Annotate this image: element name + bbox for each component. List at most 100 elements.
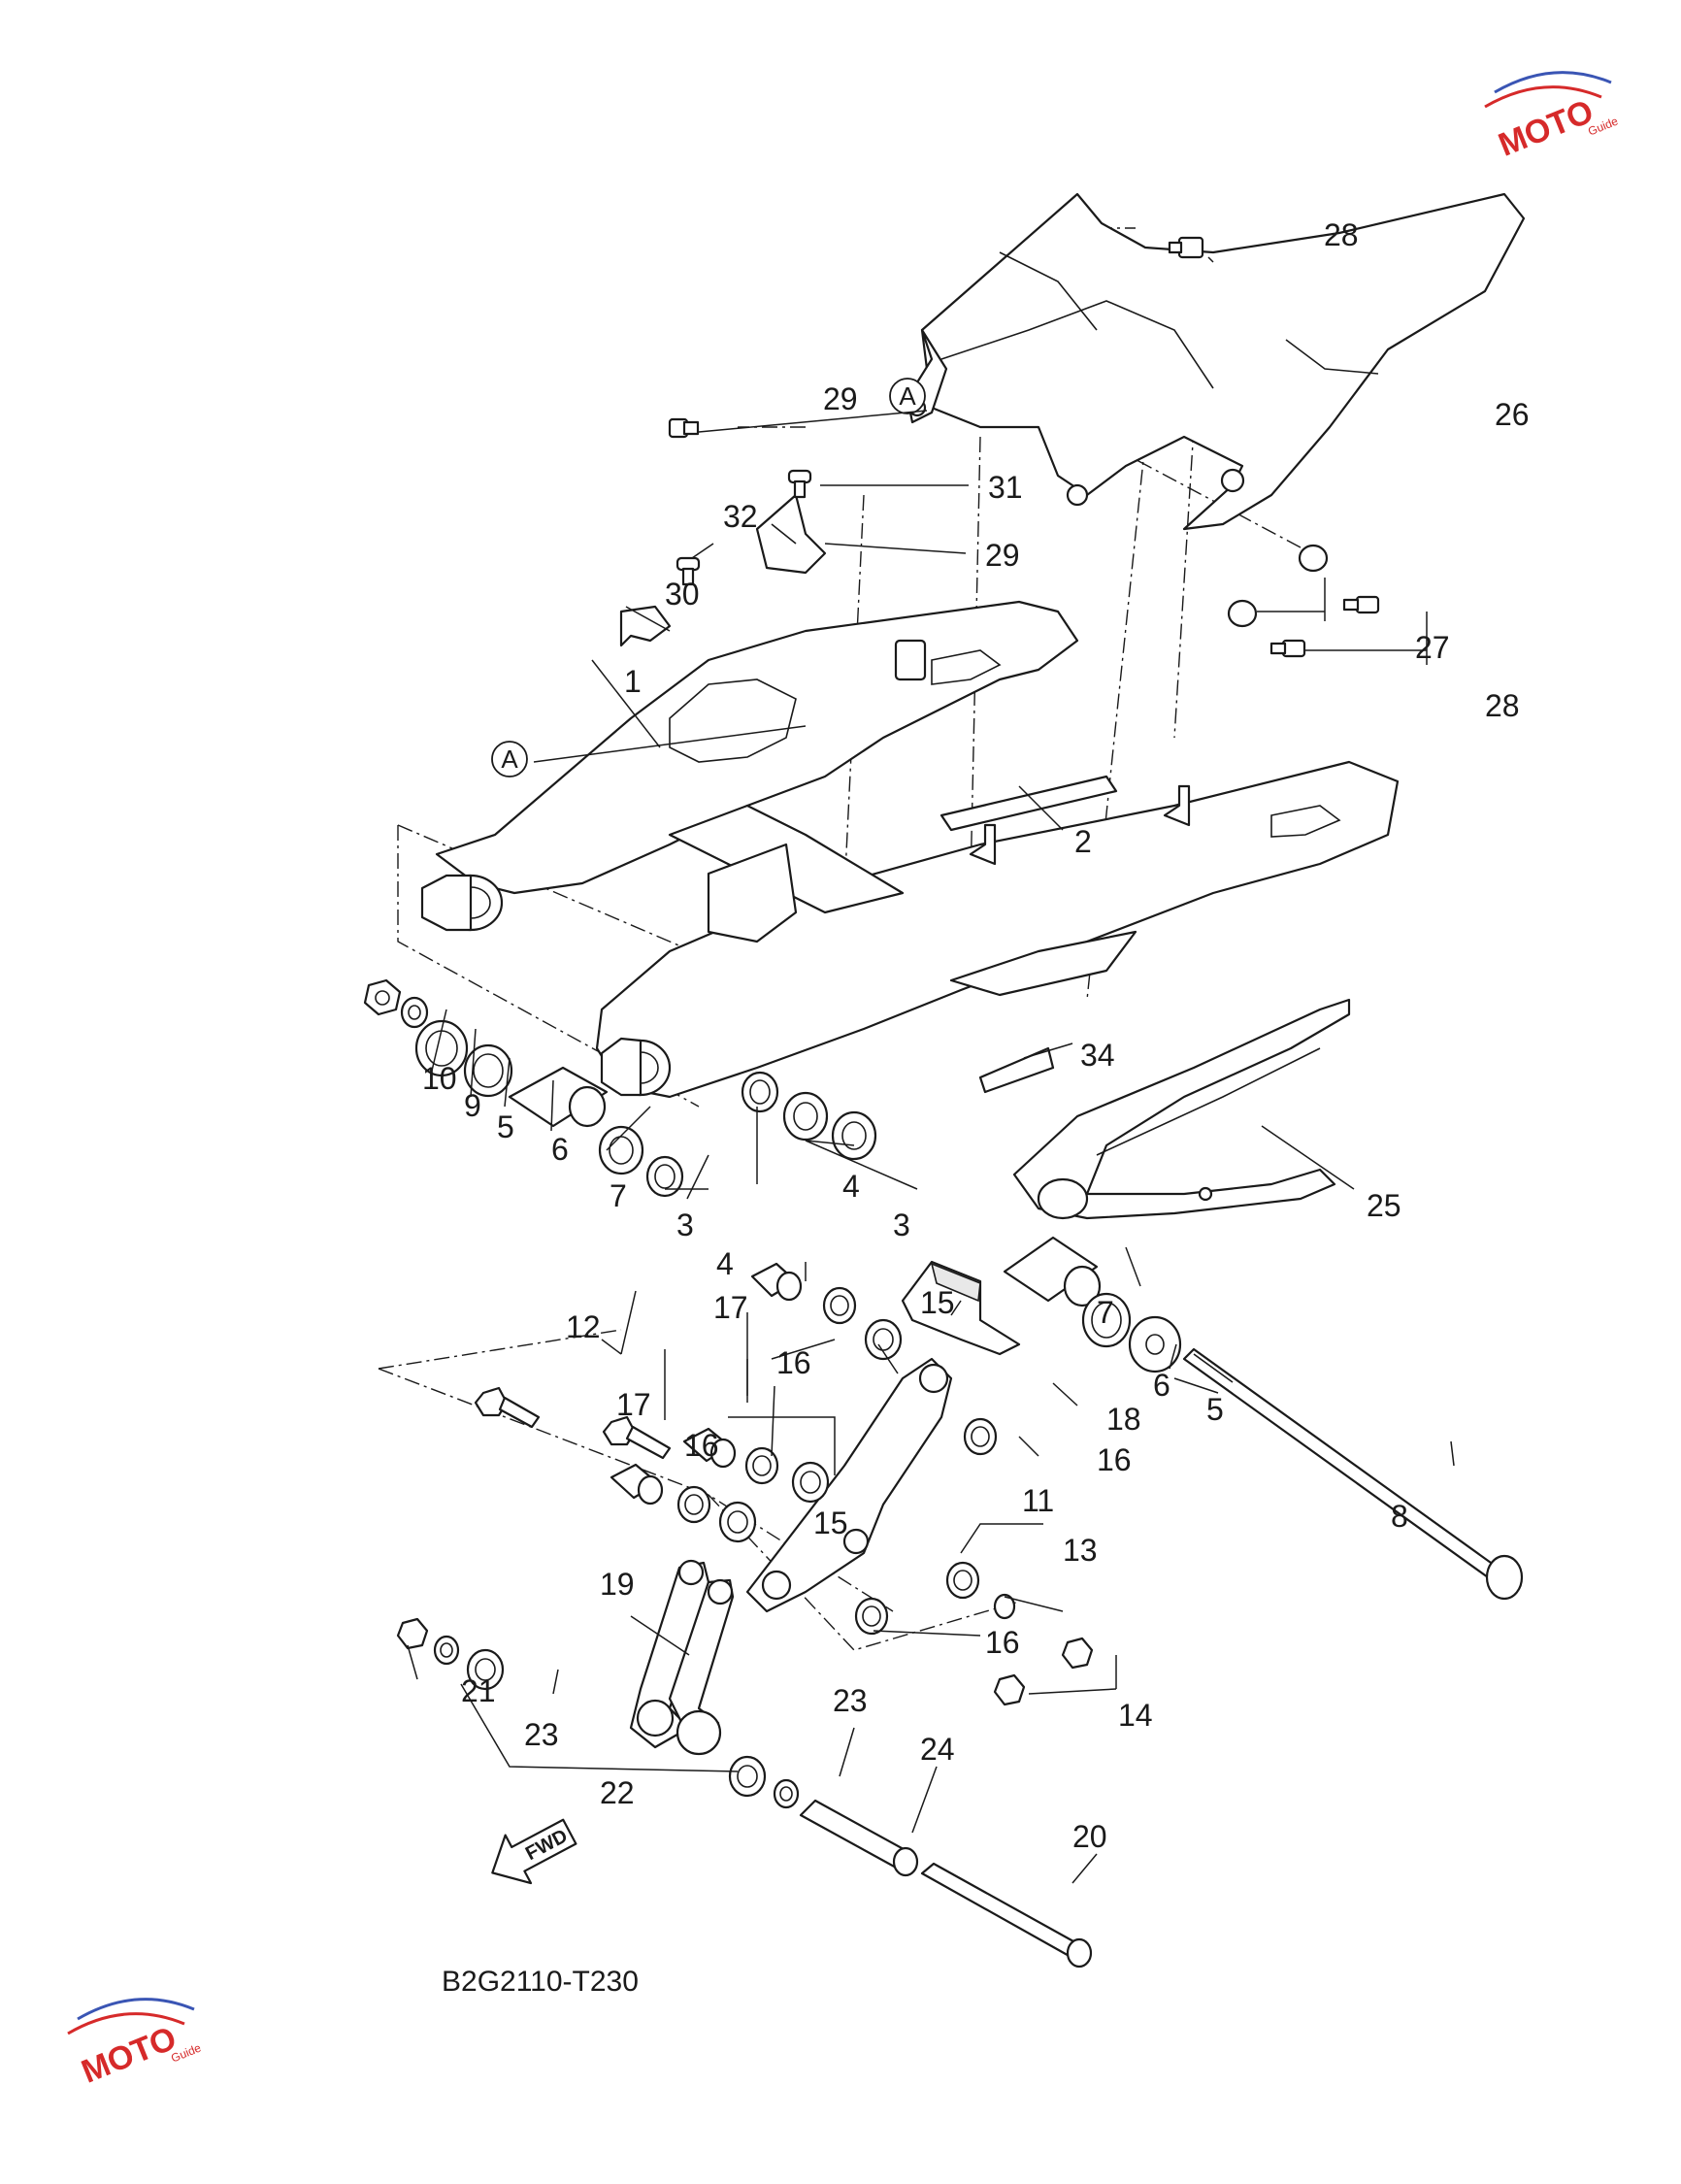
callout-16-upper: 16 (776, 1345, 811, 1380)
svg-text:MOTO: MOTO (1494, 93, 1599, 160)
bearing-3-right-a (782, 1091, 829, 1142)
seal-16-d (945, 1561, 980, 1600)
callout-15-low: 15 (813, 1506, 848, 1540)
callout-34: 34 (1080, 1038, 1115, 1073)
connecting-rod-19 (629, 1559, 735, 1756)
svg-text:MOTO: MOTO (77, 2020, 181, 2087)
callout-21: 21 (461, 1673, 496, 1708)
bearing-22-left (466, 1648, 505, 1691)
bearing-15-upper-b (864, 1318, 903, 1361)
callout-4-right: 4 (842, 1169, 860, 1204)
cap-5-right (1128, 1315, 1182, 1373)
callout-27: 27 (1415, 630, 1450, 665)
ref-mark-a-upper: A (889, 378, 926, 414)
callout-20: 20 (1072, 1819, 1107, 1854)
relay-arm-11 (745, 1357, 953, 1613)
washer-9 (400, 996, 429, 1029)
nut-10 (363, 978, 402, 1016)
callout-24: 24 (920, 1732, 955, 1767)
callout-numbers: 28 26 29 31 32 29 30 1 27 28 2 10 9 5 6 … (422, 217, 1530, 1854)
callout-18: 18 (1106, 1402, 1141, 1437)
callout-3-right: 3 (893, 1208, 910, 1242)
nut-14-a (1061, 1637, 1094, 1670)
bracket-30 (755, 493, 827, 575)
callout-4-left: 4 (716, 1246, 734, 1281)
callout-8: 8 (1391, 1499, 1408, 1534)
collar-7-right (1003, 1236, 1102, 1307)
callout-2: 2 (1074, 824, 1092, 859)
callout-29-left: 29 (823, 381, 858, 416)
callout-3-left: 3 (676, 1208, 694, 1242)
callout-16-right: 16 (1097, 1442, 1132, 1477)
callout-7-right: 7 (1097, 1295, 1114, 1330)
nut-14-b (993, 1673, 1026, 1706)
callout-31: 30 (665, 577, 700, 612)
callout-30: 29 (985, 538, 1020, 573)
callout-23-left: 23 (524, 1717, 559, 1752)
bearing-3-right-b (831, 1110, 877, 1161)
seal-4-right (741, 1071, 779, 1113)
seal-15-upper (822, 1286, 857, 1325)
washer-23-right (773, 1778, 800, 1809)
label-2 (939, 775, 1118, 832)
nut-21 (396, 1617, 429, 1650)
seal-16-a (744, 1446, 779, 1485)
bolt-28-a (1342, 595, 1380, 614)
svg-text:A: A (899, 381, 916, 411)
callout-7-left: 7 (610, 1178, 627, 1213)
callout-10: 10 (422, 1061, 457, 1096)
callout-1: 1 (624, 664, 642, 699)
callout-16-low: 16 (985, 1625, 1020, 1660)
bolt-12-b (602, 1415, 672, 1460)
fwd-arrow-icon: FWD (491, 1818, 577, 1885)
watermark-logo-bottom: MOTO Guide (67, 1998, 203, 2087)
swingarm-exploded-diagram: A A (363, 192, 1530, 1969)
callout-5-left: 5 (497, 1109, 514, 1144)
bearing-3-left (598, 1125, 644, 1175)
callout-16-mid: 16 (684, 1428, 719, 1463)
collar-7-left (508, 1066, 609, 1128)
callout-12: 12 (566, 1309, 601, 1344)
callout-9: 9 (464, 1088, 481, 1123)
callout-5-right: 5 (1206, 1392, 1224, 1427)
seal-16-c (963, 1417, 998, 1456)
callout-17-upper: 17 (713, 1290, 748, 1325)
seal-16-e (854, 1597, 889, 1636)
collar-24 (799, 1799, 919, 1877)
bolt-28-b (1269, 639, 1306, 658)
callout-23-right: 23 (833, 1683, 868, 1718)
bolt-29-upper (1168, 236, 1204, 259)
callout-25: 25 (1367, 1188, 1401, 1223)
callout-11: 11 (1022, 1483, 1054, 1518)
bolt-20 (920, 1862, 1093, 1969)
bolt-29-left (668, 417, 700, 439)
pivot-shaft-8 (1182, 1347, 1524, 1601)
collar-17-upper (750, 1262, 803, 1302)
screw-33 (676, 556, 701, 586)
label-34 (978, 1046, 1055, 1094)
callout-13: 13 (1063, 1533, 1098, 1568)
bearing-15-mid (791, 1461, 830, 1504)
ref-mark-a-lower: A (491, 741, 528, 778)
seal-6-left (463, 1043, 513, 1098)
leader-lines (407, 256, 1455, 1884)
callout-32: 31 (988, 470, 1023, 505)
svg-text:A: A (501, 745, 518, 774)
callout-17-mid: 17 (616, 1387, 651, 1422)
screw-32 (787, 469, 812, 499)
clip-31 (619, 605, 672, 647)
protector-18 (901, 1260, 1021, 1356)
collar-27-b (1227, 599, 1258, 628)
bearing-15-low (718, 1501, 757, 1543)
swingarm-1 (420, 600, 1400, 1099)
seal-6-right (1081, 1292, 1132, 1348)
collar-27-a (1298, 544, 1329, 573)
callout-6-right: 6 (1153, 1368, 1170, 1403)
callout-33: 32 (723, 499, 758, 534)
callout-6-left: 6 (551, 1132, 569, 1167)
callout-19: 19 (600, 1567, 635, 1602)
washer-23-left (433, 1635, 460, 1666)
callout-15-upper: 15 (920, 1285, 955, 1320)
collar-17-mid (682, 1427, 737, 1469)
callout-22: 22 (600, 1775, 635, 1810)
